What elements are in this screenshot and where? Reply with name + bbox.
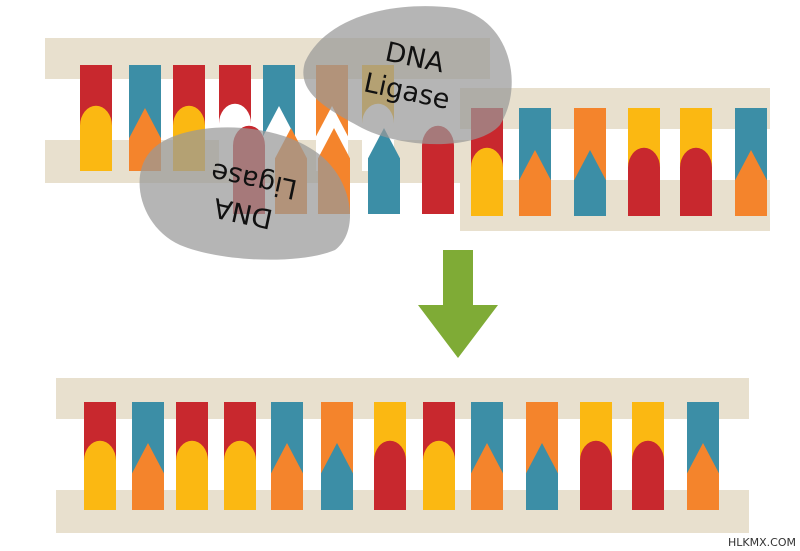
top-dna-molecule-nicked bbox=[45, 38, 770, 231]
bottom-dna-molecule-sealed bbox=[56, 378, 749, 533]
paired-base bbox=[423, 440, 455, 510]
paired-base bbox=[471, 443, 503, 510]
backbone-top-right bbox=[460, 88, 770, 129]
paired-base bbox=[374, 440, 406, 510]
backbone-bottom-right bbox=[460, 180, 770, 231]
paired-base bbox=[680, 147, 712, 216]
paired-base bbox=[632, 440, 664, 510]
paired-base bbox=[224, 440, 256, 510]
paired-base bbox=[580, 440, 612, 510]
paired-base bbox=[176, 440, 208, 510]
watermark-text: HLKMX.COM bbox=[728, 536, 796, 549]
paired-base bbox=[687, 443, 719, 510]
paired-base bbox=[574, 150, 606, 216]
paired-base bbox=[132, 443, 164, 510]
down-arrow-icon bbox=[418, 250, 498, 358]
paired-base bbox=[471, 147, 503, 216]
paired-base bbox=[519, 150, 551, 216]
ligase-blob-top bbox=[303, 6, 512, 145]
paired-base bbox=[321, 443, 353, 510]
ligase-enzymes: DNA Ligase DNA Ligase bbox=[139, 6, 512, 260]
ligase-blob-bottom bbox=[139, 127, 351, 260]
bottom-base bbox=[368, 128, 400, 214]
paired-base bbox=[628, 147, 660, 216]
paired-base bbox=[84, 440, 116, 510]
bottom-base bbox=[422, 125, 454, 214]
paired-base bbox=[526, 443, 558, 510]
dna-ligase-enzyme-bottom: DNA Ligase bbox=[139, 127, 351, 260]
paired-base bbox=[271, 443, 303, 510]
paired-base bbox=[735, 150, 767, 216]
dna-ligase-enzyme-top: DNA Ligase bbox=[303, 6, 512, 145]
paired-base bbox=[80, 105, 112, 171]
